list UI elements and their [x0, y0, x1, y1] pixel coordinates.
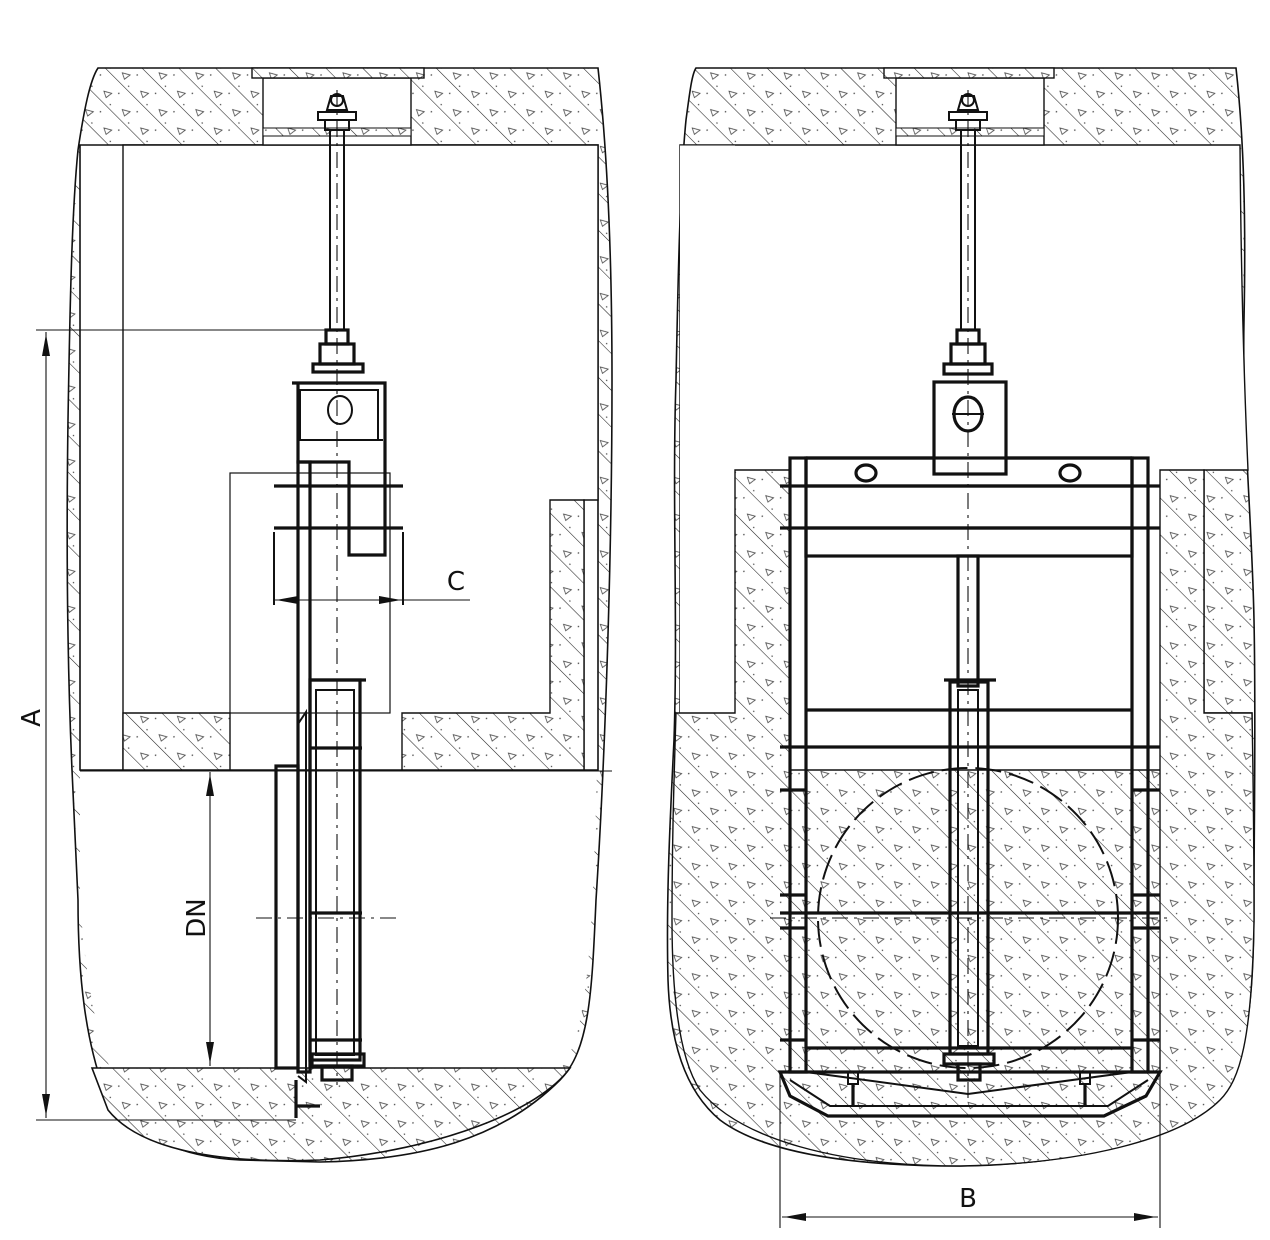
dim-a-label: A: [17, 709, 47, 727]
front-sill: [777, 1070, 1163, 1118]
dim-b-label: B: [959, 1184, 977, 1214]
dim-dn: DN: [182, 769, 276, 1069]
side-view: A DN C: [17, 67, 613, 1163]
side-channel-cavity: [80, 771, 597, 1068]
side-left-ledge: [122, 712, 231, 771]
side-seat-flange: [274, 764, 300, 1070]
dim-c: C: [274, 567, 470, 604]
front-view: B: [666, 67, 1256, 1228]
front-yoke-nut: [942, 328, 994, 376]
side-bonnet: [292, 381, 387, 557]
side-room-cavity: [122, 144, 599, 771]
dim-dn-label: DN: [182, 898, 212, 937]
front-yoke-block: [932, 380, 1008, 476]
front-top-cover: [883, 67, 1055, 79]
dim-b: B: [779, 1074, 1161, 1228]
side-yoke-nut: [311, 328, 365, 374]
side-bottom-slab: [90, 1067, 572, 1162]
side-right-ledge: [401, 499, 585, 771]
side-top-cover: [251, 67, 425, 79]
dim-a: A: [17, 329, 330, 1121]
dim-c-label: C: [447, 567, 465, 597]
